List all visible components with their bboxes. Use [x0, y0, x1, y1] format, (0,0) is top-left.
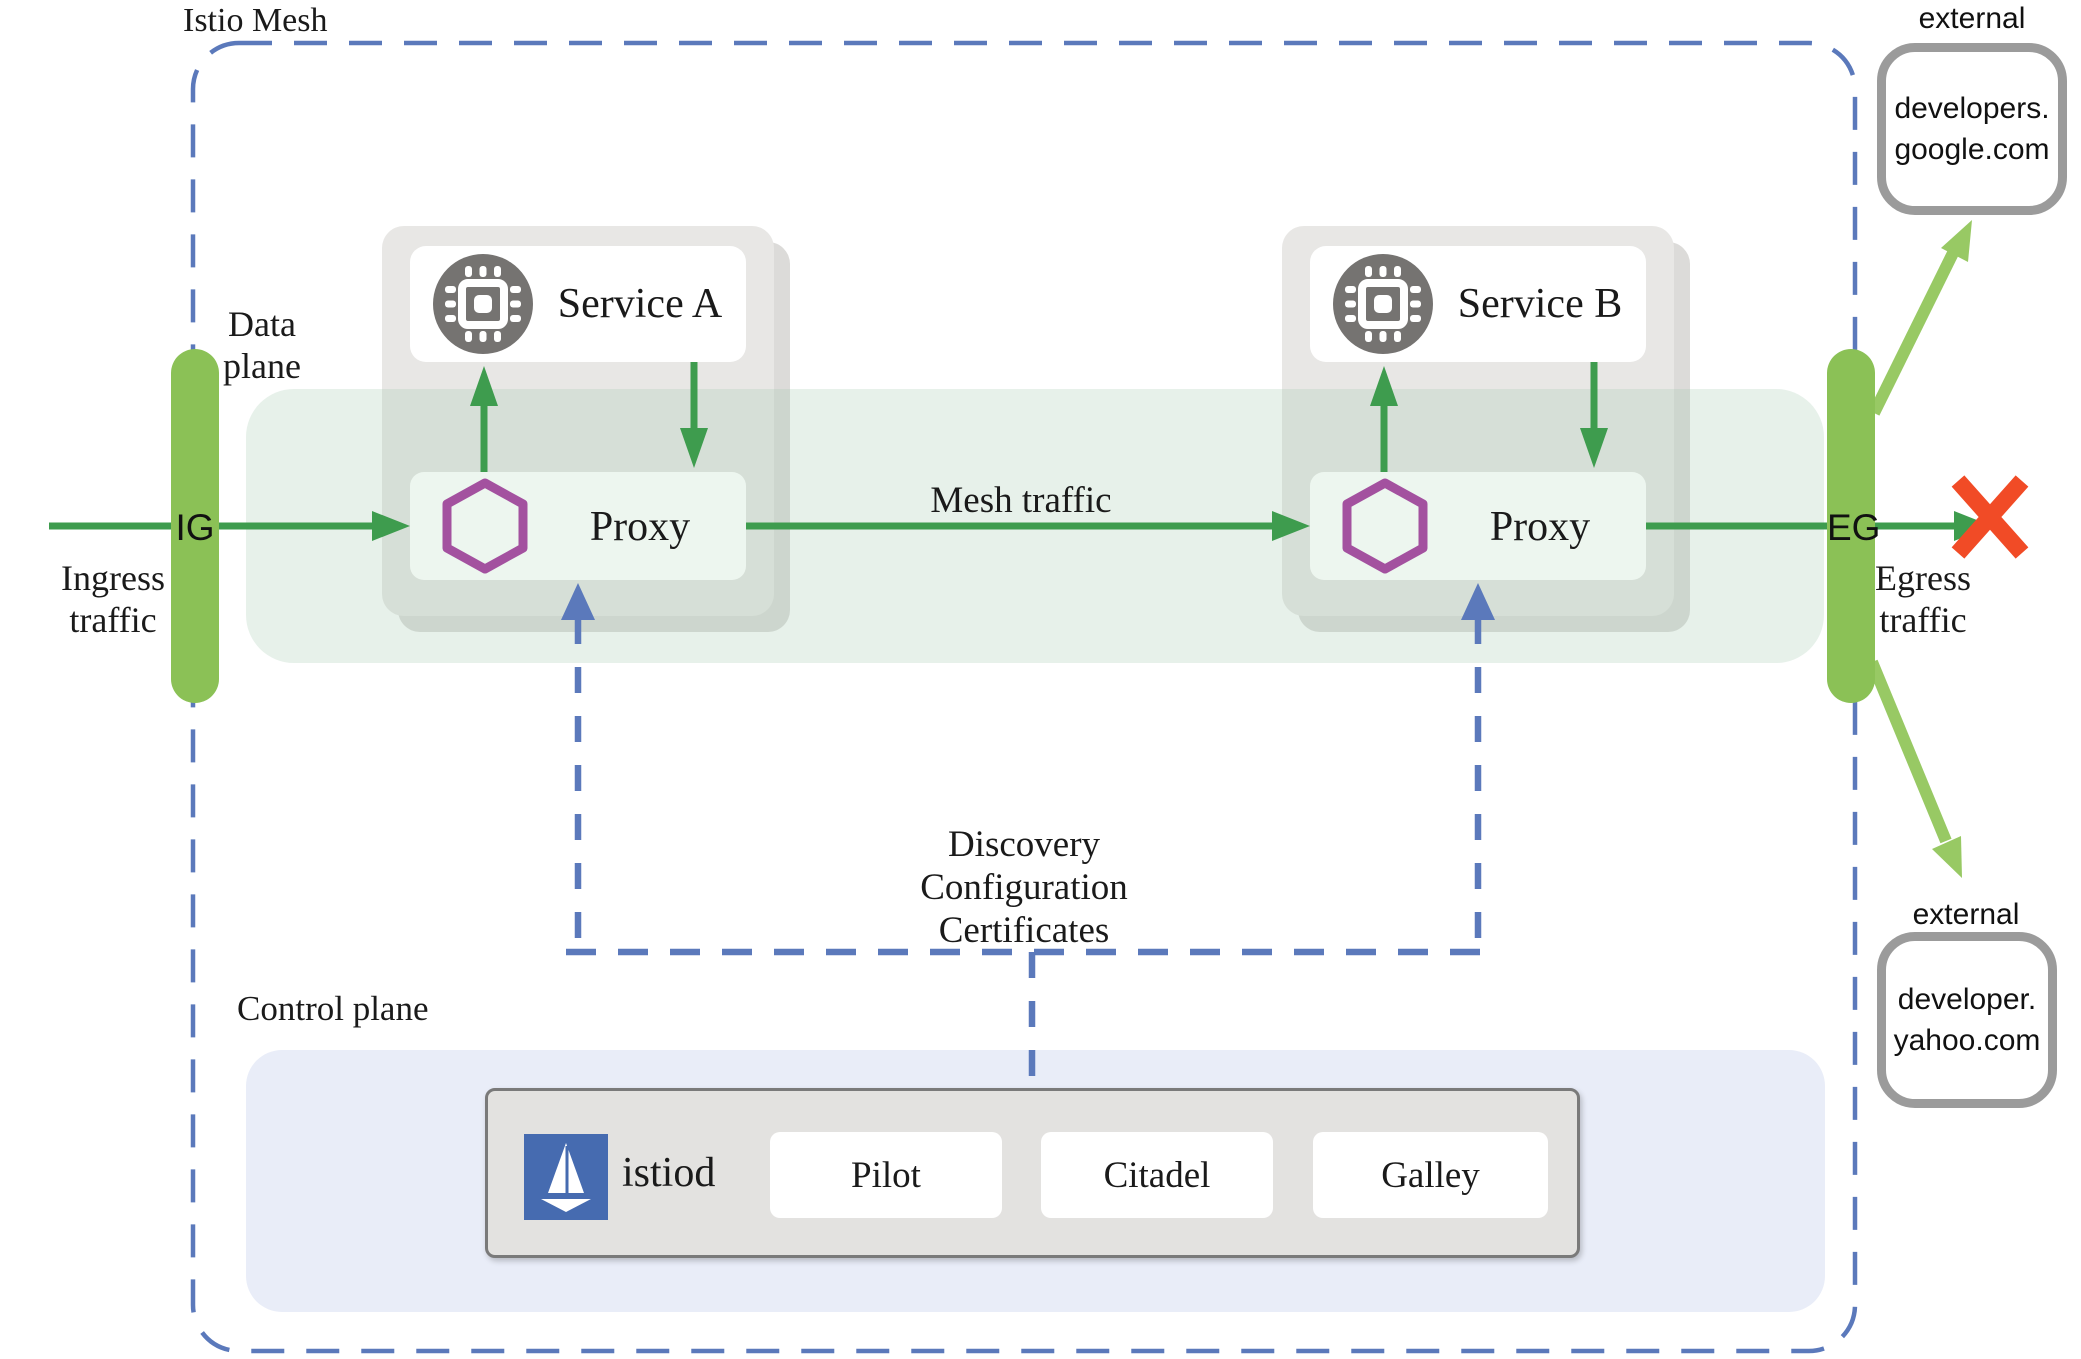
down-arrowhead-a-icon [680, 428, 708, 468]
service-a-label: Service A [557, 281, 723, 327]
proxy-a-label: Proxy [589, 504, 691, 550]
up-arrowhead-b-icon [1370, 366, 1398, 406]
external-google-box: developers. google.com [1877, 43, 2067, 215]
down-arrowhead-b-icon [1580, 428, 1608, 468]
egress-to-yahoo-line [1866, 659, 1952, 844]
istio-logo-icon [524, 1134, 608, 1220]
citadel-label: Citadel [1103, 1154, 1211, 1196]
ingress-traffic-label: Ingress traffic [61, 558, 165, 640]
istio-mesh-title: Istio Mesh [183, 2, 328, 39]
component-pilot: Pilot [770, 1132, 1002, 1218]
egress-to-yahoo-arrowhead-icon [1932, 836, 1962, 878]
mesh-traffic-label: Mesh traffic [930, 480, 1112, 521]
component-citadel: Citadel [1041, 1132, 1273, 1218]
component-galley: Galley [1313, 1132, 1548, 1218]
galley-label: Galley [1381, 1154, 1480, 1196]
egress-traffic-label: Egress traffic [1875, 558, 1971, 640]
istiod-connection-labels: Discovery Configuration Certificates [892, 823, 1156, 952]
external-google-line2: google.com [1894, 133, 2050, 166]
mesh-arrowhead-icon [1272, 511, 1310, 541]
external-yahoo-line2: yahoo.com [1893, 1024, 2041, 1057]
egress-gateway-capsule [1827, 349, 1875, 703]
control-plane-label: Control plane [237, 989, 429, 1028]
egress-to-google-arrowhead-icon [1941, 220, 1972, 262]
external-arrows [1866, 220, 1972, 878]
ingress-gateway-capsule [171, 349, 219, 703]
blocked-x-icon [1951, 475, 2029, 559]
up-arrowhead-a-icon [470, 366, 498, 406]
external-tag-google: external [1918, 2, 2026, 35]
traffic-arrowheads [372, 366, 1992, 541]
discovery-label: Discovery [947, 824, 1101, 865]
external-google-line1: developers. [1894, 92, 2050, 125]
service-b-box: Service B [1310, 246, 1646, 362]
external-yahoo-line1: developer. [1897, 983, 2037, 1016]
ingress-gateway-label: IG [175, 507, 215, 548]
service-b-label: Service B [1457, 281, 1623, 327]
configuration-label: Configuration [920, 867, 1128, 908]
ingress-arrowhead-icon [372, 511, 410, 541]
proxy-b-label: Proxy [1489, 504, 1591, 550]
cpu-icon [433, 254, 533, 354]
pilot-label: Pilot [851, 1154, 921, 1196]
external-tag-yahoo: external [1912, 898, 2020, 931]
proxy-b-box: Proxy [1310, 472, 1646, 580]
blue-arrowhead-a-icon [561, 583, 595, 620]
istiod-label: istiod [622, 1150, 716, 1196]
data-plane-label: Data plane [223, 304, 301, 386]
envoy-hexagon-icon [1342, 478, 1428, 574]
egress-gateway-label: EG [1827, 507, 1881, 548]
blue-arrowhead-b-icon [1461, 583, 1495, 620]
envoy-hexagon-icon [442, 478, 528, 574]
cpu-icon [1333, 254, 1433, 354]
service-a-box: Service A [410, 246, 746, 362]
external-yahoo-box: developer. yahoo.com [1877, 932, 2057, 1108]
egress-to-google-line [1868, 250, 1959, 416]
certificates-label: Certificates [938, 910, 1110, 951]
proxy-a-box: Proxy [410, 472, 746, 580]
control-connections [566, 618, 1490, 1086]
